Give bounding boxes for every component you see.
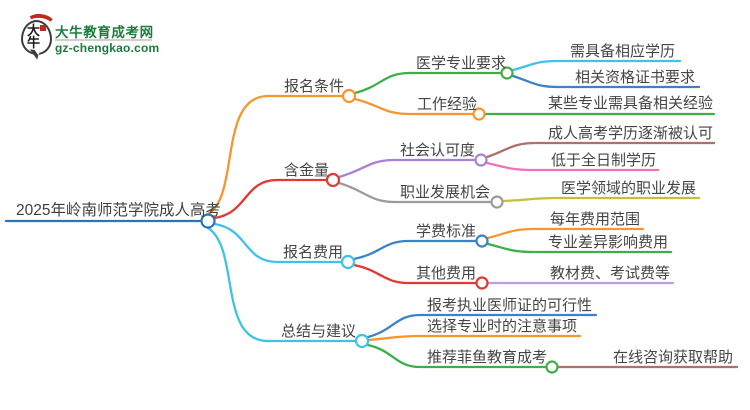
node-circle-work-experience xyxy=(472,107,486,121)
leaf-practicing-doctor-feasibility: 报考执业医师证的可行性 xyxy=(427,297,593,314)
edge-to-work-experience xyxy=(353,97,475,116)
edge-to-annual-fee-range xyxy=(486,227,645,240)
logo-mark-text: 大牛 xyxy=(27,23,41,50)
edge-root-to-summary-suggestions xyxy=(206,226,358,343)
edge-to-major-difference xyxy=(486,242,673,254)
branch-summary-suggestions: 总结与建议 xyxy=(281,323,357,340)
edge-to-recommend-feiyu xyxy=(366,343,548,369)
leaf-online-consultation: 在线咨询获取帮助 xyxy=(613,349,734,366)
node-circle-social-recognition xyxy=(474,153,488,167)
node-circle-registration-fees xyxy=(340,254,356,270)
node-circle-medical-major-requirements xyxy=(500,66,514,80)
node-circle-recommend-feiyu xyxy=(545,360,559,374)
leaf-gradually-recognized: 成人高考学历逐渐被认可 xyxy=(548,125,714,142)
branch-value: 含金量 xyxy=(284,162,330,179)
root-node: 2025年岭南师范学院成人高考 xyxy=(16,202,221,219)
edge-root-to-registration-conditions xyxy=(206,94,345,216)
edge-to-other-fees xyxy=(352,263,478,285)
node-recommend-feiyu: 推荐菲鱼教育成考 xyxy=(427,349,548,366)
leaf-below-fulltime: 低于全日制学历 xyxy=(551,152,657,169)
logo-speech-bubble-icon xyxy=(21,20,52,55)
leaf-experience-needed: 某些专业需具备相关经验 xyxy=(548,95,714,112)
edge-to-gradually-recognized xyxy=(485,141,716,159)
logo-bubble-tail-inner xyxy=(32,48,41,56)
node-tuition-standard: 学费标准 xyxy=(416,223,477,240)
node-circle-summary-suggestions xyxy=(354,333,370,349)
edge-to-certificate-requirements xyxy=(511,74,701,89)
leaf-required-education: 需具备相应学历 xyxy=(570,43,676,60)
branch-registration-fees: 报名费用 xyxy=(283,244,344,261)
node-career-development: 职业发展机会 xyxy=(400,184,491,201)
node-circle-root xyxy=(200,213,216,229)
leaf-annual-fee-range: 每年费用范围 xyxy=(550,211,641,228)
node-circle-career-development xyxy=(490,195,504,209)
logo-seal-icon xyxy=(40,25,46,31)
edge-to-career-development xyxy=(337,181,493,204)
node-work-experience: 工作经验 xyxy=(417,96,478,113)
leaf-major-selection-notes: 选择专业时的注意事项 xyxy=(427,318,578,335)
node-circle-registration-conditions xyxy=(341,88,357,104)
edge-root-to-registration-fees xyxy=(213,222,344,264)
edge-to-practicing-doctor-feasibility xyxy=(366,313,598,339)
edge-root-to-value xyxy=(213,178,329,220)
edge-to-social-recognition xyxy=(337,158,477,179)
node-social-recognition: 社会认可度 xyxy=(400,142,476,159)
logo-site-name: 大牛教育成考网 xyxy=(55,25,154,40)
leaf-medical-career: 医学领域的职业发展 xyxy=(561,180,697,197)
edge-to-tuition-standard xyxy=(352,239,478,261)
node-circle-value xyxy=(325,172,341,188)
node-other-fees: 其他费用 xyxy=(416,265,477,282)
logo-divider xyxy=(55,39,152,41)
edge-to-below-fulltime xyxy=(485,161,660,172)
leaf-certificate-requirements: 相关资格证书要求 xyxy=(575,69,696,86)
node-circle-tuition-standard xyxy=(475,234,489,248)
leaf-major-difference: 专业差异影响费用 xyxy=(548,234,669,251)
edge-to-required-education xyxy=(511,59,682,72)
node-circle-other-fees xyxy=(475,276,489,290)
logo-site-url: gz-chengkao.com xyxy=(55,41,160,55)
node-medical-major-requirements: 医学专业要求 xyxy=(416,55,507,72)
branch-registration-conditions: 报名条件 xyxy=(284,78,345,95)
leaf-textbook-exam-fees: 教材费、考试费等 xyxy=(550,265,671,282)
edge-to-major-selection-notes xyxy=(366,334,582,342)
edge-to-medical-major-requirements xyxy=(353,71,503,95)
edge-to-medical-career xyxy=(501,196,701,203)
